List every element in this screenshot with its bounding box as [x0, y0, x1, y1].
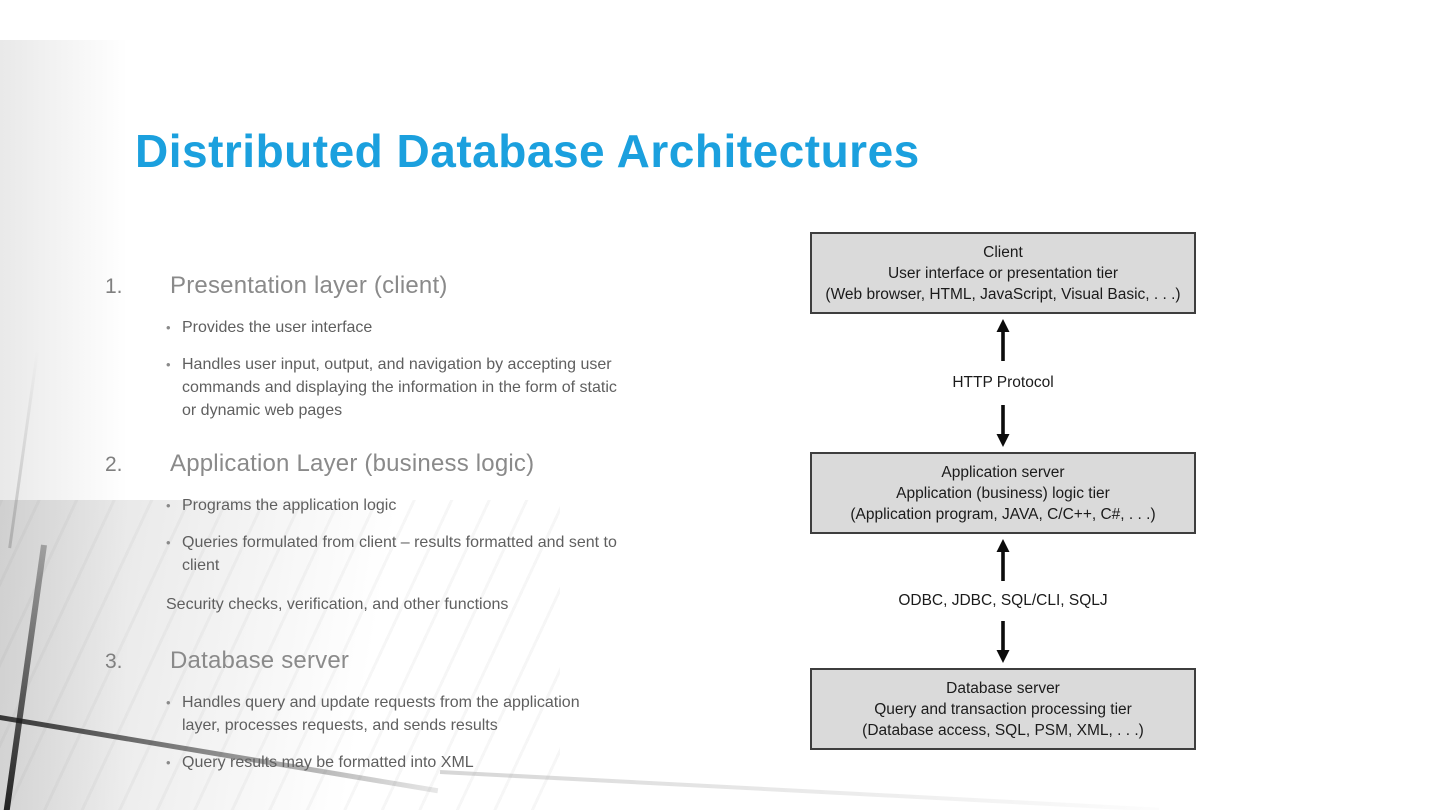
item-content: Application Layer (business logic) • Pro… — [165, 448, 685, 633]
bullet-icon: • — [166, 755, 171, 770]
bullet-icon: • — [166, 357, 171, 372]
item-number: 2. — [105, 453, 123, 476]
bullet-text: Provides the user interface — [182, 319, 373, 336]
bullet-text: Handles user input, output, and navigati… — [182, 356, 617, 419]
background-diagonal-line — [0, 544, 47, 810]
bullet-item: • Programs the application logic — [166, 494, 621, 517]
outline-item-database-server: 3. Database server • Handles query and u… — [105, 645, 685, 788]
arrow-up-icon — [996, 539, 1010, 581]
bullet-icon: • — [166, 535, 171, 550]
bullet-text: Queries formulated from client – results… — [182, 534, 617, 574]
background-diagonal-line — [8, 349, 39, 549]
connector-label: ODBC, JDBC, SQL/CLI, SQLJ — [898, 592, 1108, 609]
item-number: 3. — [105, 650, 123, 673]
outline-item-presentation-layer: 1. Presentation layer (client) • Provide… — [105, 270, 685, 436]
item-heading: Presentation layer (client) — [170, 272, 448, 299]
box-detail: (Application program, JAVA, C/C++, C#, .… — [850, 505, 1156, 523]
bullet-icon: • — [166, 320, 171, 335]
item-content: Database server • Handles query and upda… — [165, 645, 685, 788]
bullet-item: • Handles user input, output, and naviga… — [166, 353, 621, 422]
box-subtitle: Query and transaction processing tier — [874, 700, 1132, 718]
item-heading: Database server — [170, 647, 350, 674]
bullet-item: • Provides the user interface — [166, 316, 621, 339]
architecture-diagram: Client User interface or presentation ti… — [810, 232, 1196, 752]
box-title: Application server — [941, 463, 1065, 481]
bullet-item: • Query results may be formatted into XM… — [166, 751, 621, 774]
box-title: Database server — [946, 679, 1060, 697]
outline-list: 1. Presentation layer (client) • Provide… — [105, 270, 685, 800]
tier-box-application-server: Application server Application (business… — [810, 452, 1196, 534]
item-note: Security checks, verification, and other… — [166, 596, 509, 613]
tier-box-client: Client User interface or presentation ti… — [810, 232, 1196, 314]
arrow-down-icon — [996, 405, 1010, 447]
connector-http: HTTP Protocol — [810, 316, 1196, 450]
box-subtitle: Application (business) logic tier — [896, 484, 1110, 502]
tier-box-database-server: Database server Query and transaction pr… — [810, 668, 1196, 750]
arrow-down-icon — [996, 621, 1010, 663]
box-detail: (Database access, SQL, PSM, XML, . . .) — [862, 721, 1144, 739]
bullet-icon: • — [166, 498, 171, 513]
bullet-item: • Handles query and update requests from… — [166, 691, 621, 737]
item-number: 1. — [105, 275, 123, 298]
box-title: Client — [983, 243, 1023, 261]
item-content: Presentation layer (client) • Provides t… — [165, 270, 685, 436]
bullet-text: Query results may be formatted into XML — [182, 754, 474, 771]
arrow-up-icon — [996, 319, 1010, 361]
outline-item-application-layer: 2. Application Layer (business logic) • … — [105, 448, 685, 633]
bullet-text: Programs the application logic — [182, 497, 397, 514]
bullet-text: Handles query and update requests from t… — [182, 694, 580, 734]
connector-odbc: ODBC, JDBC, SQL/CLI, SQLJ — [810, 536, 1196, 666]
box-detail: (Web browser, HTML, JavaScript, Visual B… — [825, 285, 1181, 303]
connector-label: HTTP Protocol — [952, 374, 1054, 391]
bullet-icon: • — [166, 695, 171, 710]
item-heading: Application Layer (business logic) — [170, 450, 535, 477]
bullet-item: • Queries formulated from client – resul… — [166, 531, 621, 577]
slide-title: Distributed Database Architectures — [135, 125, 920, 177]
box-subtitle: User interface or presentation tier — [887, 264, 1119, 282]
